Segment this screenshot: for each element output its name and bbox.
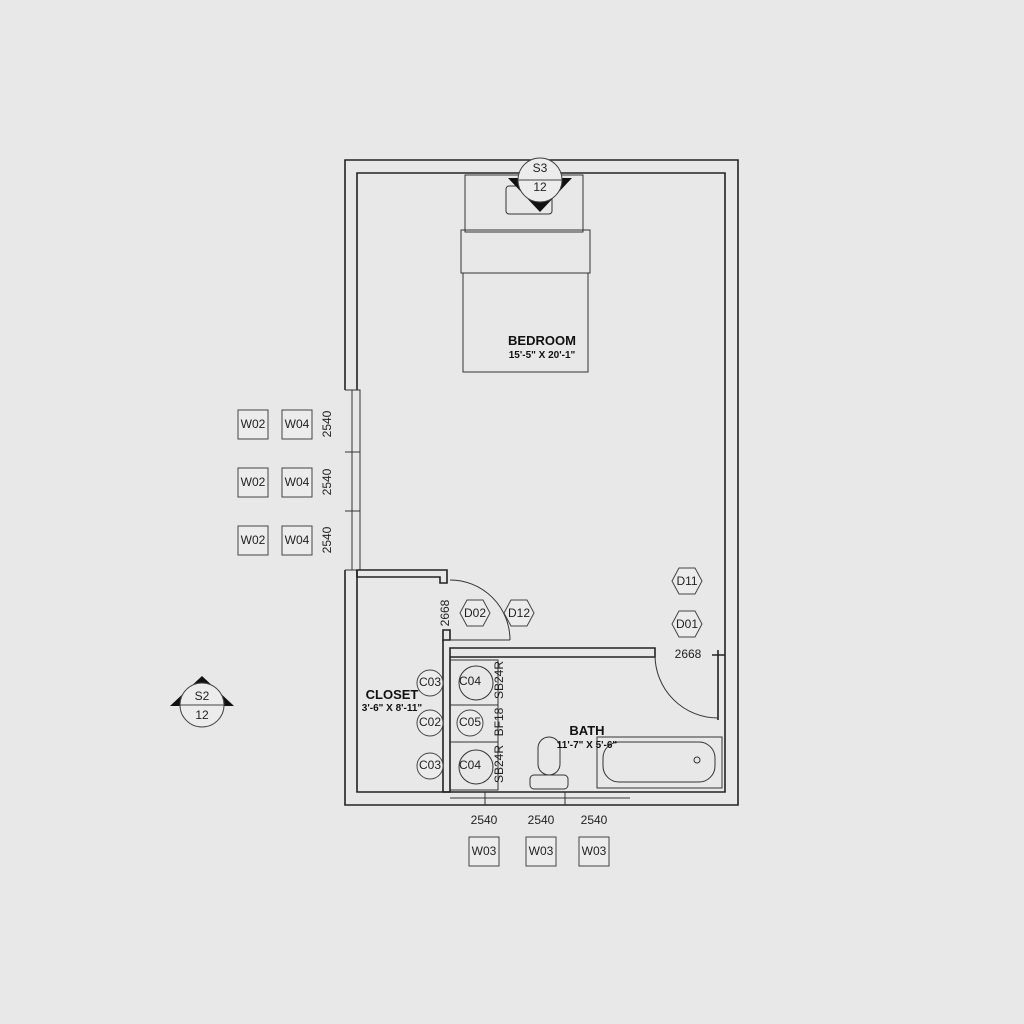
doors-d11: D11 <box>676 574 697 588</box>
bath-fixtures <box>458 665 723 790</box>
rooms-bedroom-name: BEDROOM <box>508 333 576 348</box>
south-windows-0-dim: 2540 <box>471 813 498 827</box>
south-windows-2-tag: W03 <box>582 844 607 858</box>
closet-door <box>449 579 511 641</box>
doors-dim-bath: 2668 <box>675 647 702 661</box>
sections-s3-id: S3 <box>533 161 548 175</box>
west-windows-1-a: W02 <box>241 475 266 489</box>
vanity <box>450 659 499 791</box>
west-windows-2-a: W02 <box>241 533 266 547</box>
cabinets-c03b: C03 <box>419 758 441 772</box>
west-windows-0-dim: 2540 <box>320 410 334 437</box>
west-window-tags: W02 W04 2540 W02 W04 2540 W02 W04 2540 <box>237 409 334 556</box>
west-window <box>345 389 361 571</box>
exterior-walls <box>344 159 739 806</box>
south-window <box>450 792 630 805</box>
west-windows-1-b: W04 <box>285 475 310 489</box>
cabinets-c04a: C04 <box>459 674 481 688</box>
bath-door <box>654 654 719 719</box>
cabinets-sb24r-b: SB24R <box>492 745 506 783</box>
sink-icon <box>458 749 494 785</box>
south-windows-1-dim: 2540 <box>528 813 555 827</box>
interior-walls <box>356 569 725 793</box>
cabinets-c04b: C04 <box>459 758 481 772</box>
cabinet-tags: C03 C02 C03 C05 C04 C04 SB24R BF18 SB24R <box>416 661 506 783</box>
sections-s3-sheet: 12 <box>533 180 547 194</box>
sections-s2-sheet: 12 <box>195 708 209 722</box>
rooms-closet-size: 3'-6" X 8'-11" <box>362 703 423 714</box>
south-windows-0-tag: W03 <box>472 844 497 858</box>
cabinets-c03a: C03 <box>419 675 441 689</box>
cabinets-c02: C02 <box>419 715 441 729</box>
south-window-tags: 2540 W03 2540 W03 2540 W03 <box>468 813 610 867</box>
section-marker-s3: S3 12 <box>508 157 572 212</box>
room-labels: BEDROOM 15'-5" X 20'-1" CLOSET 3'-6" X 8… <box>362 333 618 751</box>
doors-d02: D02 <box>464 606 486 620</box>
sections-s2-id: S2 <box>195 689 210 703</box>
cabinets-c05: C05 <box>459 715 481 729</box>
south-windows-1-tag: W03 <box>529 844 554 858</box>
door-tags: D02 D12 D11 D01 2668 2668 <box>438 567 703 661</box>
rooms-bath-size: 11'-7" X 5'-6" <box>557 740 618 751</box>
doors-dim-closet: 2668 <box>438 599 452 626</box>
west-windows-0-b: W04 <box>285 417 310 431</box>
rooms-bedroom-size: 15'-5" X 20'-1" <box>509 350 576 361</box>
west-windows-2-b: W04 <box>285 533 310 547</box>
section-marker-s2: S2 12 <box>170 676 234 728</box>
cabinets-sb24r-a: SB24R <box>492 661 506 699</box>
west-windows-0-a: W02 <box>241 417 266 431</box>
south-windows-2-dim: 2540 <box>581 813 608 827</box>
west-windows-1-dim: 2540 <box>320 468 334 495</box>
sink-icon <box>458 665 494 701</box>
bathtub-icon <box>596 736 723 789</box>
doors-d01: D01 <box>676 617 698 631</box>
west-windows-2-dim: 2540 <box>320 526 334 553</box>
rooms-bath-name: BATH <box>569 723 604 738</box>
cabinets-bf18: BF18 <box>492 707 506 736</box>
doors-d12: D12 <box>508 606 530 620</box>
rooms-closet-name: CLOSET <box>366 687 419 702</box>
